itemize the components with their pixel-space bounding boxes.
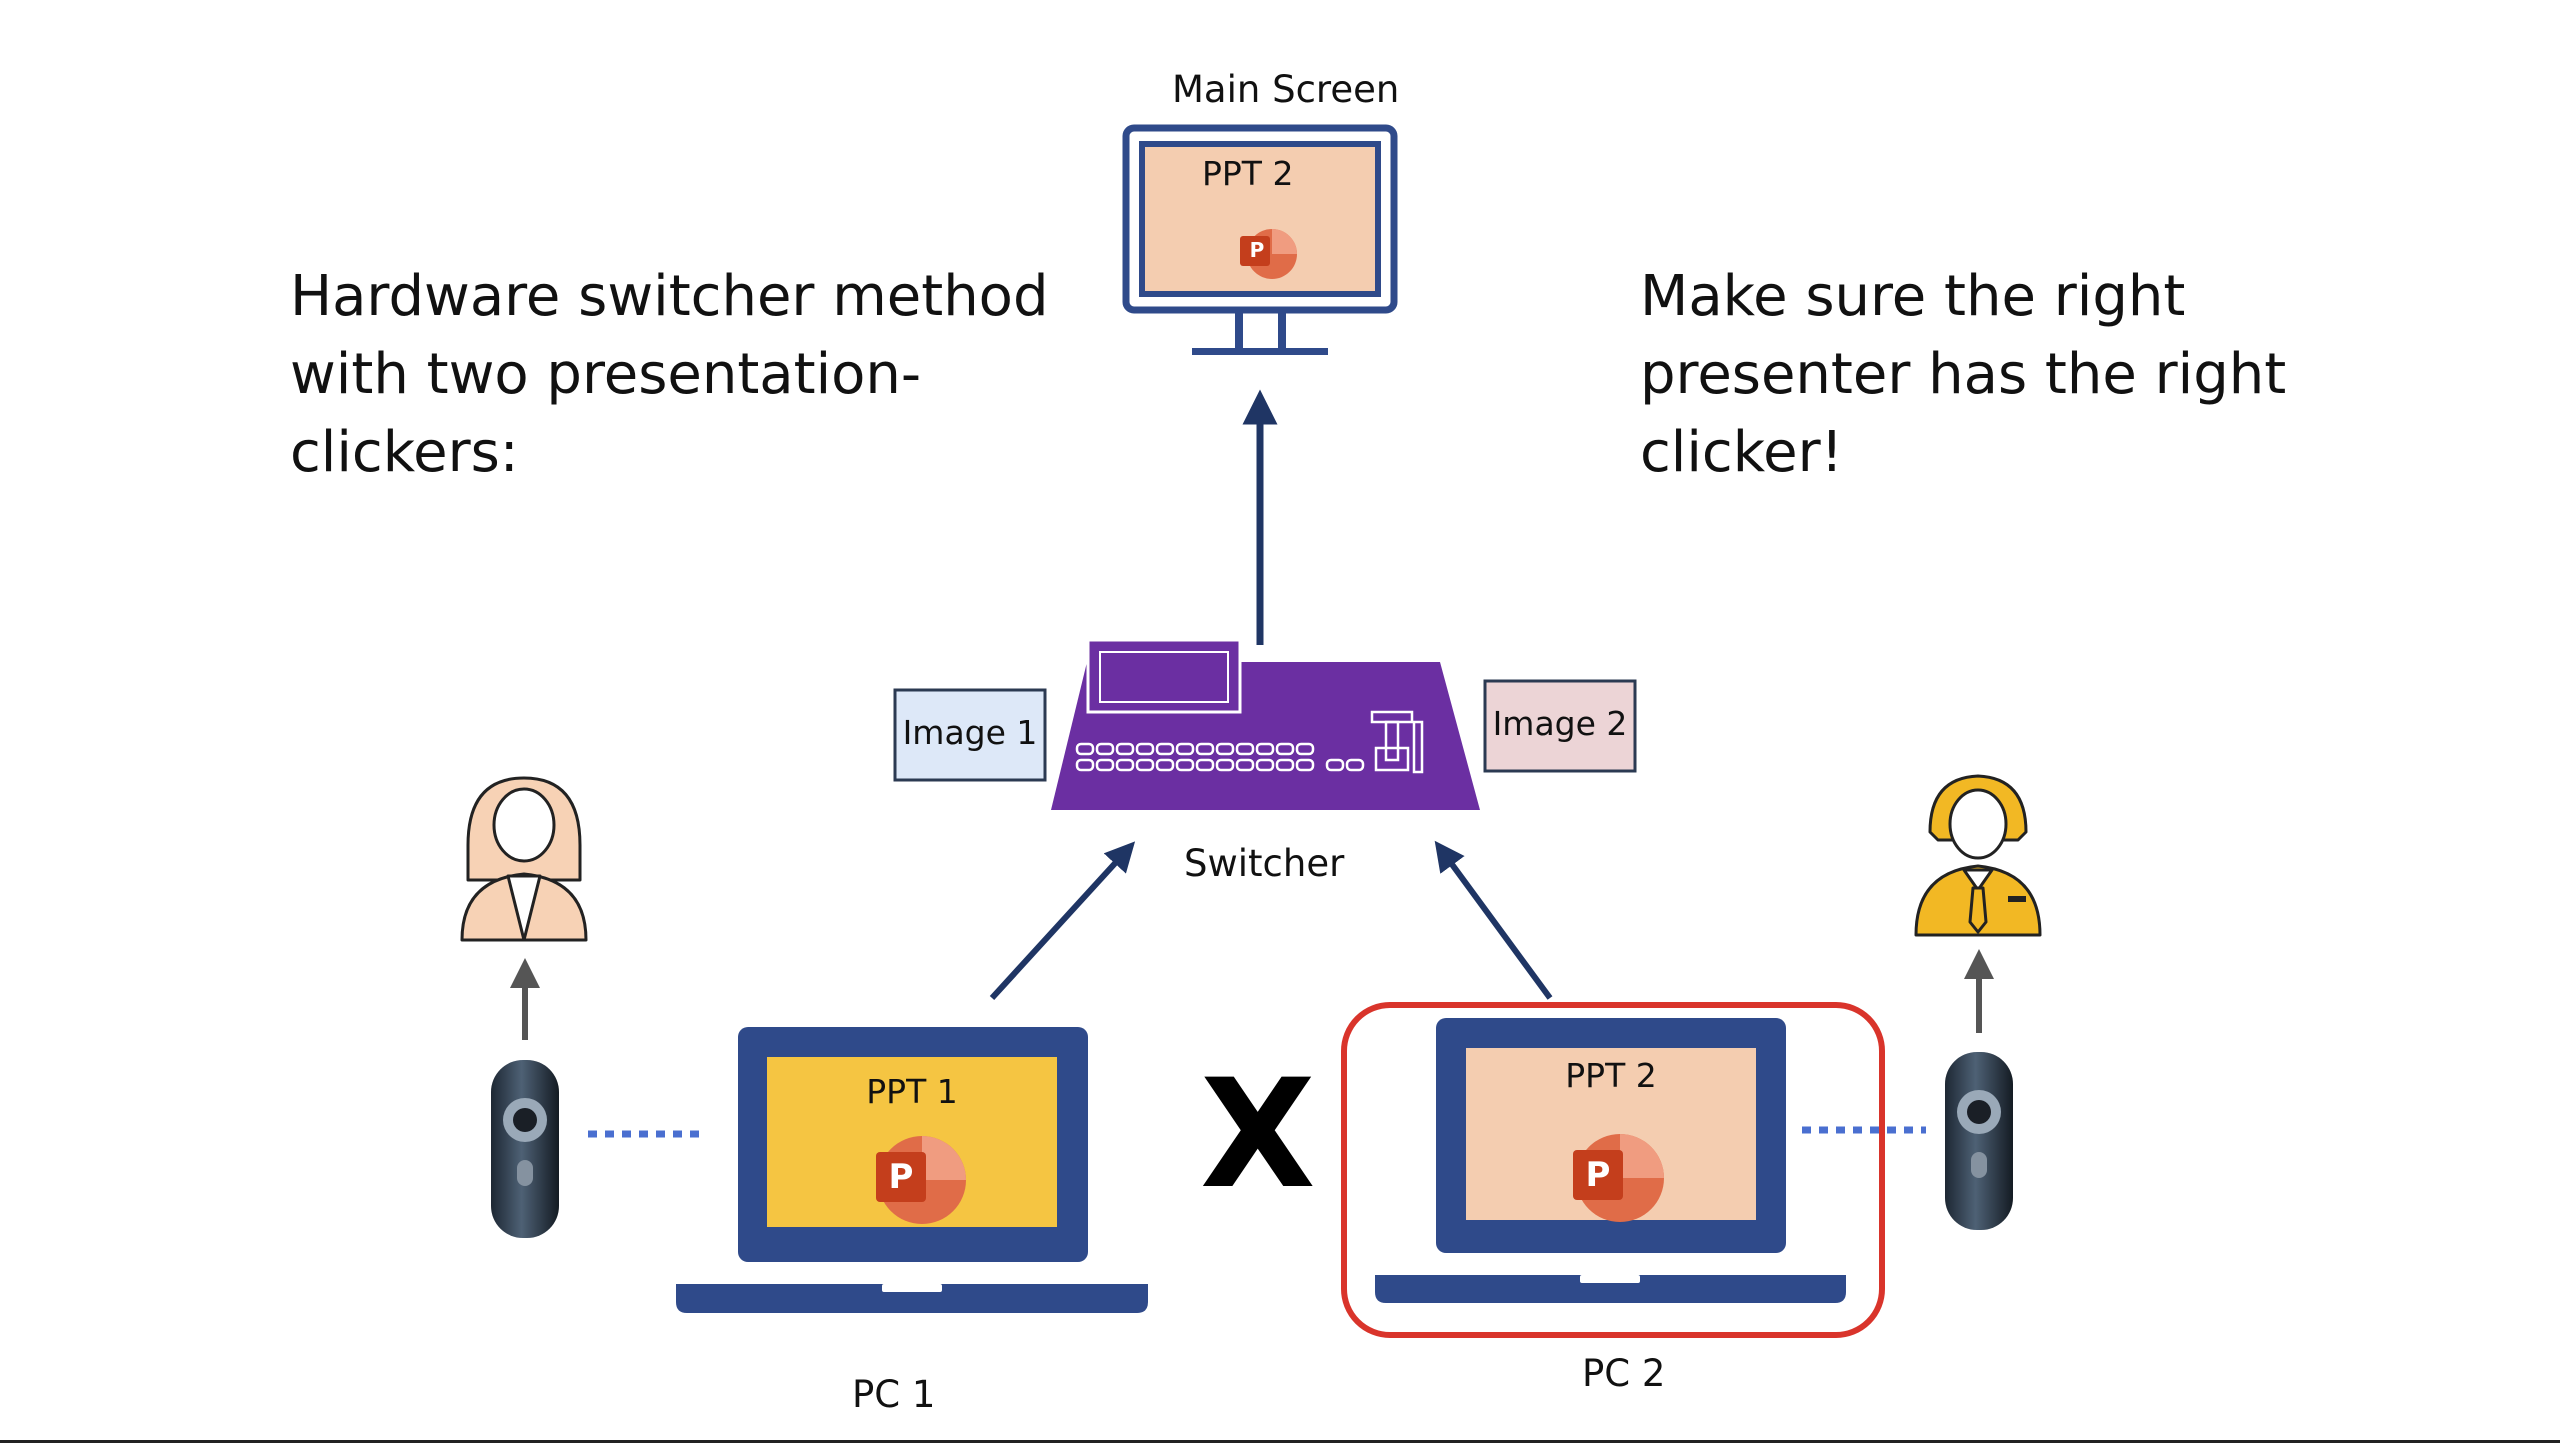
main-screen-label: Main Screen — [1172, 68, 1400, 111]
right-heading-line-3: clicker! — [1640, 420, 1844, 485]
right-heading-line-1: Make sure the right — [1640, 264, 2186, 329]
left-heading: Hardware switcher method with two presen… — [290, 258, 1049, 492]
pc-1-slide-label: PPT 1 — [866, 1072, 958, 1111]
powerpoint-letter: P — [1249, 238, 1265, 262]
powerpoint-icon — [1573, 1134, 1664, 1222]
right-heading-line-2: presenter has the right — [1640, 342, 2287, 407]
presentation-clicker-left — [491, 1060, 559, 1238]
presenter-male-icon — [1914, 774, 2042, 937]
bottom-rule — [0, 1440, 2560, 1443]
presentation-clicker-right — [1945, 1052, 2013, 1230]
arrow-pc1-to-switcher — [989, 841, 1136, 1001]
presenter-female-icon — [460, 776, 588, 942]
powerpoint-icon — [1240, 229, 1297, 279]
main-screen-slide-label: PPT 2 — [1202, 154, 1294, 193]
pc-1-label: PC 1 — [852, 1373, 936, 1416]
switcher-label: Switcher — [1184, 842, 1345, 885]
powerpoint-letter: P — [888, 1157, 914, 1197]
powerpoint-letter: P — [1585, 1155, 1611, 1195]
pc-2-slide-label: PPT 2 — [1565, 1056, 1657, 1095]
main-screen-monitor — [1122, 124, 1398, 355]
pc-2-label: PC 2 — [1582, 1352, 1666, 1395]
switcher-device — [1051, 638, 1480, 810]
image-1-box — [893, 688, 1047, 782]
pc-2-highlight — [1341, 1002, 1885, 1338]
arrow-pc2-to-switcher — [1434, 840, 1553, 1000]
left-heading-line-2: with two presentation- — [290, 342, 922, 407]
image-1-label: Image 1 — [902, 713, 1038, 752]
left-heading-line-3: clickers: — [290, 420, 519, 485]
left-heading-line-1: Hardware switcher method — [290, 264, 1049, 329]
image-2-label: Image 2 — [1492, 704, 1628, 743]
right-heading: Make sure the right presenter has the ri… — [1640, 258, 2286, 492]
cross-mark: X — [1200, 1048, 1316, 1222]
image-2-box — [1483, 679, 1637, 773]
powerpoint-icon — [876, 1136, 966, 1224]
